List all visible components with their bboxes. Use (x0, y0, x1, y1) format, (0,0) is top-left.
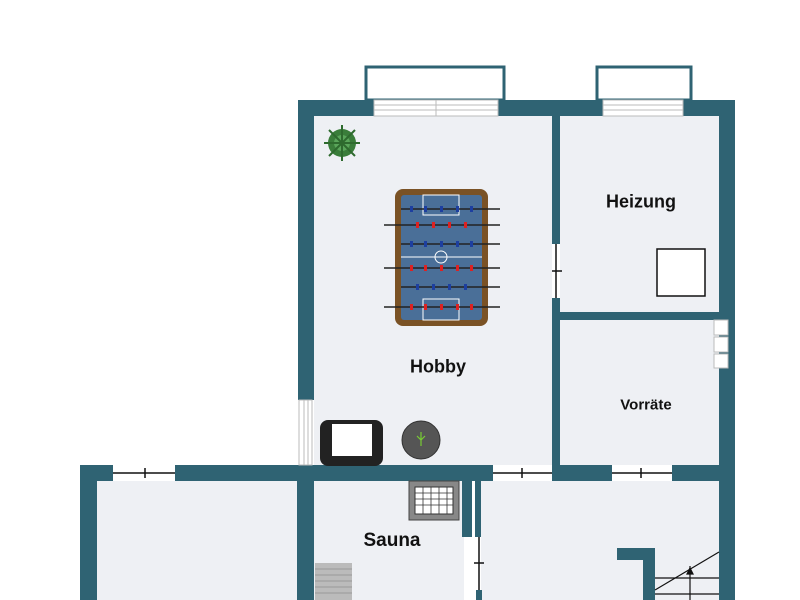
windows (364, 65, 693, 102)
stairs-icon (654, 551, 720, 600)
boiler-icon (656, 248, 706, 297)
foosball-table-icon (384, 189, 500, 326)
floor-left-room (97, 481, 297, 600)
balcony-left (364, 65, 506, 102)
plant-icon (324, 125, 360, 161)
armchair-icon (320, 420, 383, 466)
doors (113, 244, 672, 590)
sauna-stove-icon (408, 480, 460, 521)
room-label-heizung: Heizung (606, 191, 676, 212)
window-glazing (298, 99, 729, 466)
room-label-hobby: Hobby (410, 356, 466, 377)
sauna-bench-icon (315, 563, 352, 600)
balcony-right (595, 65, 693, 102)
robot-vacuum-icon (401, 420, 441, 460)
floors (97, 116, 719, 600)
floor-hall (481, 481, 719, 600)
floor-vorraete (560, 320, 719, 465)
room-label-sauna: Sauna (363, 530, 421, 551)
room-label-vorraete: Vorräte (620, 396, 672, 414)
